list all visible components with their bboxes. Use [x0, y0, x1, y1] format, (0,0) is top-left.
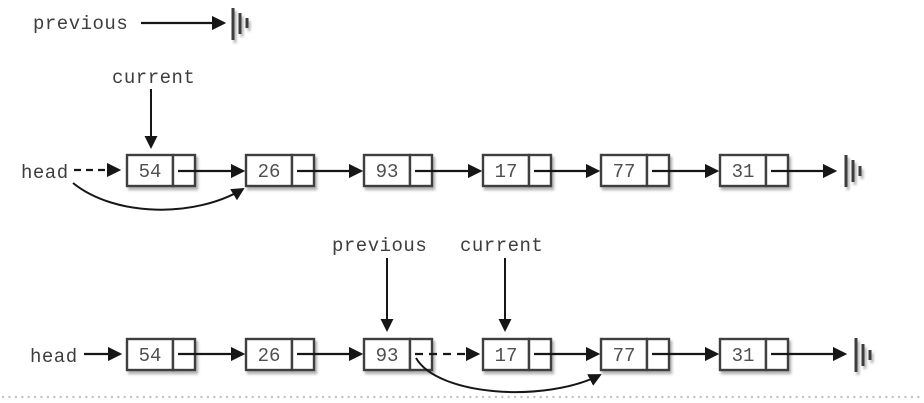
head-new-link-curve	[72, 182, 245, 211]
null-ground-icon	[844, 155, 862, 187]
current-label: current	[112, 67, 195, 89]
head-label: head	[30, 346, 78, 368]
node-value: 26	[258, 345, 281, 367]
node-value: 77	[613, 161, 636, 183]
node-box: 17	[481, 337, 553, 372]
bottom-list-diagram: previous current head 54 26 93 17 77	[30, 235, 872, 394]
node-box: 93	[362, 153, 434, 188]
node-value: 54	[139, 345, 162, 367]
node-value: 77	[613, 345, 636, 367]
previous-pointer-label: previous	[33, 13, 128, 35]
node-value: 26	[258, 161, 281, 183]
node-box: 31	[718, 337, 790, 372]
current-label: current	[460, 235, 543, 257]
node-value: 31	[732, 161, 755, 183]
previous-null-pointer-group: previous	[33, 8, 249, 40]
node-value: 93	[376, 161, 399, 183]
head-label: head	[21, 162, 69, 184]
bypass-link-curve	[415, 357, 602, 394]
node-box: 26	[244, 153, 316, 188]
null-ground-icon	[854, 338, 872, 372]
node-value: 93	[376, 345, 399, 367]
top-list-diagram: current head 54 26 93 17 77 31	[21, 67, 862, 211]
node-value: 54	[139, 161, 162, 183]
previous-label: previous	[332, 235, 427, 257]
null-ground-icon	[231, 8, 249, 40]
node-box: 26	[244, 337, 316, 372]
node-value: 17	[495, 161, 518, 183]
node-value: 17	[495, 345, 518, 367]
node-value: 31	[732, 345, 755, 367]
